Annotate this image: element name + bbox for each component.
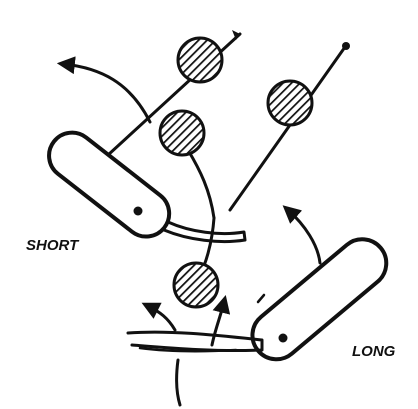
short-lever: [40, 123, 179, 245]
arrow-upper-left-icon: [64, 64, 150, 122]
hatched-ball-icon: [268, 81, 312, 125]
tick-mark: [258, 295, 264, 302]
arrow-bottom-tail: [177, 360, 180, 405]
short-lever-tongue: [164, 222, 245, 242]
hatched-ball-icon: [174, 263, 218, 307]
hatched-ball-icon: [178, 38, 222, 82]
balls: [160, 38, 312, 307]
hatched-ball-icon: [160, 111, 204, 155]
short-lever-body: [40, 123, 179, 245]
arrow-lower-left-icon: [148, 306, 175, 330]
trajectory-line-right: [230, 47, 345, 210]
arrow-lower-mid-icon: [212, 302, 224, 345]
short-lever-pivot: [134, 207, 143, 216]
trajectory-lines: [108, 34, 345, 275]
arrow-upper-right-icon: [288, 210, 320, 263]
string-end-dot: [342, 42, 350, 50]
trajectory-line-mid: [188, 150, 214, 218]
label-long: LONG: [352, 343, 396, 360]
long-lever-pivot: [279, 334, 288, 343]
label-short: SHORT: [26, 237, 80, 254]
